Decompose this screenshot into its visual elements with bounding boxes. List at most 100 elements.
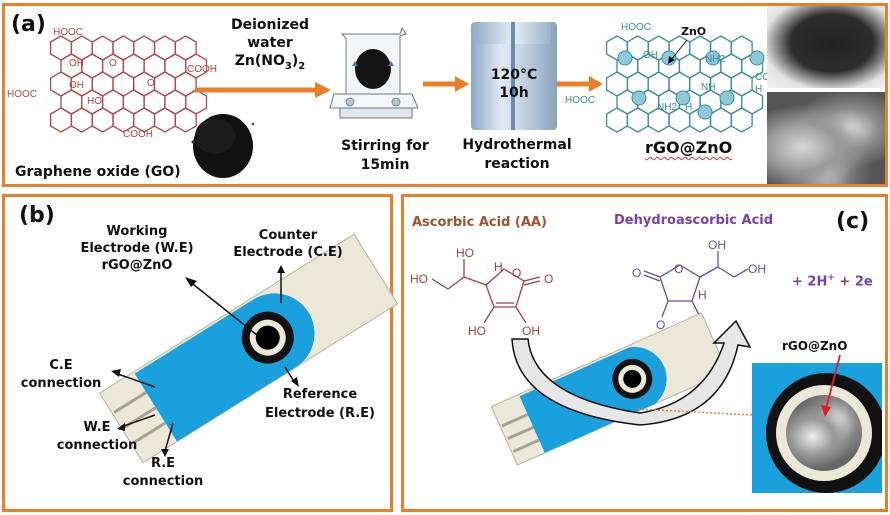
re-conn-line1: R.E [150,456,176,471]
inset-label: rGO@ZnO [782,339,848,353]
rgo-group-label: H [685,102,692,113]
rgo-group-label: NH2 [657,102,677,113]
re-connection-label: R.E connection [117,455,209,491]
re-line2: Electrode (R.E) [264,406,376,421]
rgo-group-label: COO [755,72,778,83]
electrode-strip-reaction [490,312,753,466]
hexagon-ring [730,107,753,133]
rgo-zno-structure: HOOC OH HOOC COO H NH2 NH H NH2 [565,22,778,133]
ce-connection-label: C.E connection [19,357,103,393]
arrow-right-icon [195,82,331,98]
formula-main: Zn(NO [234,53,285,69]
rgo-group-label: OH [643,50,658,61]
re-line1: Reference [282,387,358,402]
rgo-group-label: HOOC [621,22,651,33]
dehydroascorbic-acid-title: Dehydroascorbic Acid [614,213,774,228]
aa-group-label: HO [468,324,486,338]
hexagon-ring [49,107,73,133]
inset-pointer-arrow-icon [821,354,841,417]
working-electrode-label: Working Electrode (W.E) rGO@ZnO [67,223,207,274]
panel-c-mechanism: (c) Ascorbic Acid (AA) Dehydroascorbic A… [401,194,888,512]
hexagon-ring [70,107,93,133]
we-connection-label: W.E connection [51,419,143,455]
ce-conn-line2: connection [20,376,102,391]
go-group-label: O [147,78,155,89]
dha-group-label: O [656,318,665,332]
arrow-right-icon [423,76,469,92]
autoclave-temp: 120°C [490,67,538,83]
dha-group-label: OH [748,262,766,276]
aa-group-label: HO [456,246,474,260]
reference-electrode-label: Reference Electrode (R.E) [255,385,385,423]
stirring-line2: 15min [360,157,410,173]
reaction-arrow-icon [511,319,752,426]
hexagon-ring [174,107,197,133]
ce-line1: Counter [258,228,318,243]
go-group-label: COOH [187,64,217,75]
hydrothermal-line1: Hydrothermal [462,137,572,153]
formula-sub: 3 [284,60,292,72]
ce-conn-line1: C.E [49,358,73,373]
hydrothermal-line2: reaction [484,156,550,172]
hexagon-ring [153,107,176,133]
we-conn-line1: W.E [83,420,111,435]
we-line1: Working [106,224,168,239]
products-prefix: + 2H [792,274,828,290]
products-sup: + [827,273,835,283]
autoclave-conditions: 120°C 10h [471,66,557,102]
rgo-group-label: NH [701,82,715,93]
hydrothermal-label: Hydrothermal reaction [457,136,577,174]
we-line2: Electrode (W.E) [80,241,194,256]
stirring-label: Stirring for 15min [330,137,440,175]
reagent-label: Deionized water Zn(NO3)2 [225,16,315,76]
aa-group-label: OH [522,324,540,338]
reagent-line1: Deionized [231,17,309,33]
aa-group-label: O [512,266,521,280]
panel-b-electrode: (b) Wor [2,194,399,512]
zno-nanoparticle [617,50,633,66]
panel-a-synthesis: (a) HOOC OH OH O O COOH HOOC HO COOH Gra… [2,3,888,187]
aa-group-label: H [494,260,503,274]
aa-group-label: O [544,272,553,286]
reagent-formula: Zn(NO3)2 [225,52,315,76]
hexagon-ring [91,107,114,133]
autoclave-time: 10h [499,85,529,101]
screen-printed-electrode-strip [98,233,399,464]
go-group-label: HO [87,96,102,107]
reaction-products: + 2H+ + 2e [792,273,873,289]
formula-sub: 2 [298,60,306,72]
go-group-label: HOOC [7,89,37,100]
dha-group-label: H [698,288,707,302]
counter-electrode-label: Counter Electrode (C.E) [223,227,353,261]
zno-nanoparticle [705,50,721,66]
go-powder-image [191,114,255,178]
we-line3: rGO@ZnO [101,258,173,273]
products-suffix: + 2e [834,274,873,290]
panel-b-label: (b) [19,203,55,228]
graphene-oxide-structure: HOOC OH OH O O COOH HOOC HO COOH [7,27,217,140]
go-group-label: HOOC [53,27,83,38]
aa-group-label: HO [410,272,428,286]
product-caption: rGO@ZnO [645,138,733,157]
zno-nanoparticle [631,90,647,106]
stirring-line1: Stirring for [341,138,429,154]
autoclave-icon: 120°C 10h [471,22,557,130]
re-conn-line2: connection [122,474,204,489]
hexagon-ring [626,107,649,133]
rgo-group-label: NH2 [705,54,725,65]
rgo-group-label: HOOC [565,95,595,106]
zno-nanoparticle [675,90,691,106]
ce-line2: Electrode (C.E) [233,245,343,260]
zno-nanoparticle [749,50,765,66]
sem-image [767,92,885,184]
panel-a-label: (a) [11,12,46,37]
reagent-line2: water [247,35,293,51]
ascorbic-acid-title: Ascorbic Acid (AA) [412,215,547,230]
go-group-label: OH [69,80,84,91]
dha-group-label: O [632,266,641,280]
hexagon-ring [709,107,732,133]
go-group-label: OH [69,58,84,69]
go-group-label: O [109,58,117,69]
ascorbic-acid-structure: HO HO H O O HO OH [410,246,553,338]
we-conn-line2: connection [56,438,138,453]
